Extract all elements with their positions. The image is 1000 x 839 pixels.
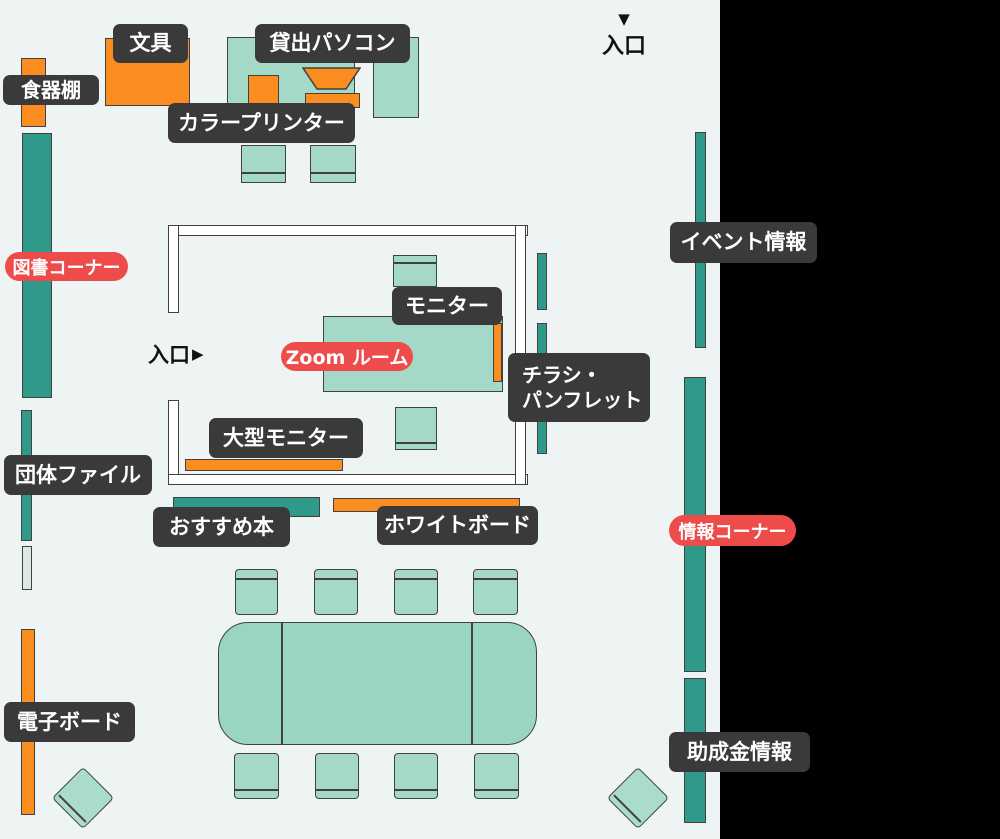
zoom-room-wall-left-upper [168, 225, 179, 313]
electronic-board-label: 電子ボード [4, 702, 135, 742]
entrance-top: ▼ 入口 [596, 10, 652, 60]
meeting-table-divider-1 [281, 623, 283, 744]
flyers-label-line2: パンフレット [522, 387, 643, 412]
zoom-room-wall-top [168, 225, 528, 236]
meeting-chair-bottom-4 [474, 753, 519, 799]
zoom-room-chair-top [393, 255, 437, 287]
info-corner-badge: 情報コーナー [669, 515, 796, 546]
printer-chair-1 [241, 145, 286, 183]
black-side-panel [720, 0, 1000, 839]
meeting-chair-top-4 [473, 569, 518, 615]
flyers-label-line1: チラシ・ [522, 362, 602, 387]
recommended-books-label: おすすめ本 [153, 507, 290, 547]
entrance-left-label: 入口 [148, 343, 190, 367]
flyers-label: チラシ・ パンフレット [508, 353, 650, 422]
entrance-left-arrow-icon: ▶ [192, 345, 204, 363]
zoom-room-table [323, 316, 503, 392]
event-info-label: イベント情報 [670, 222, 817, 263]
meeting-table-divider-2 [471, 623, 473, 744]
monitor-bar [493, 323, 502, 382]
meeting-chair-bottom-1 [234, 753, 279, 799]
zoom-room-chair-bottom [395, 407, 437, 450]
color-printer-label: カラープリンター [168, 103, 355, 143]
meeting-table [218, 622, 537, 745]
meeting-chair-top-3 [394, 569, 438, 615]
printer-chair-2 [310, 145, 356, 183]
whiteboard-label: ホワイトボード [377, 506, 538, 545]
grant-info-label: 助成金情報 [669, 732, 810, 772]
diamond-chair-left [51, 766, 115, 830]
loan-pc-label: 貸出パソコン [255, 24, 410, 63]
entrance-top-arrow-icon: ▼ [618, 10, 630, 28]
group-files-label: 団体ファイル [4, 455, 152, 495]
monitor-label: モニター [392, 287, 502, 325]
large-monitor-label: 大型モニター [209, 418, 363, 458]
zoom-room-wall-left-lower [168, 400, 179, 485]
meeting-chair-bottom-2 [315, 753, 359, 799]
entrance-top-label: 入口 [601, 34, 646, 59]
flyer-rack-1 [537, 253, 547, 310]
zoom-room-badge: Zoom ルーム [281, 342, 413, 371]
zoom-room-wall-bottom [168, 474, 528, 485]
entrance-left: 入口 ▶ [148, 341, 204, 367]
meeting-chair-top-1 [235, 569, 278, 615]
diamond-chair-right [606, 766, 670, 830]
small-pale-shelf [22, 546, 32, 590]
stationery-label: 文具 [113, 24, 188, 63]
loan-pc-chair-trapezoid [302, 67, 361, 90]
dish-shelf-label: 食器棚 [3, 75, 99, 105]
meeting-chair-bottom-3 [394, 753, 438, 799]
large-monitor-bar [185, 459, 343, 471]
meeting-chair-top-2 [314, 569, 358, 615]
book-corner-badge: 図書コーナー [5, 252, 128, 281]
